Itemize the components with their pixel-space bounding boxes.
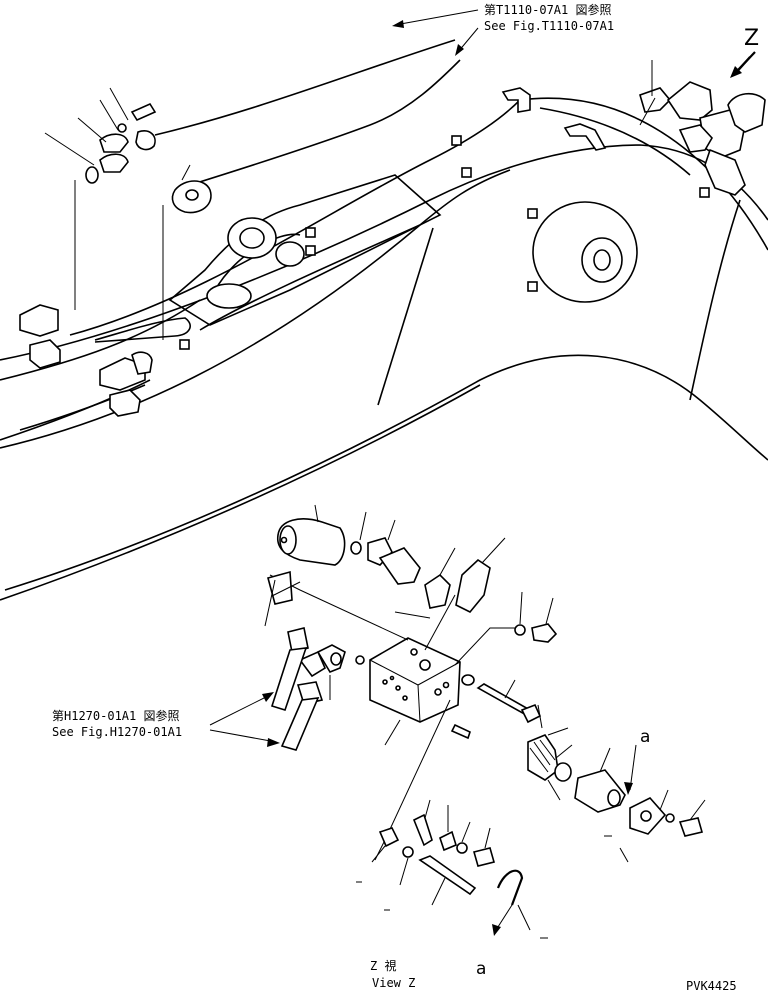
view-marker-z: Z bbox=[744, 26, 759, 51]
view-caption-en: View Z bbox=[372, 976, 415, 990]
exploded-view-z: a a bbox=[264, 504, 706, 979]
upper-right-valve: Z bbox=[639, 26, 766, 196]
view-caption-jp: Z 視 bbox=[370, 958, 396, 973]
upper-left-clamps bbox=[19, 87, 212, 417]
top-reference: 第T1110-07A1 図参照 See Fig.T1110-07A1 bbox=[392, 2, 614, 56]
drawing-code: PVK4425 bbox=[686, 979, 737, 993]
left-reference: 第H1270-01A1 図参照 See Fig.H1270-01A1 bbox=[52, 692, 280, 747]
top-ref-en: See Fig.T1110-07A1 bbox=[484, 19, 614, 33]
left-ref-en: See Fig.H1270-01A1 bbox=[52, 725, 182, 739]
callout-a-bottom: a bbox=[476, 959, 486, 979]
callout-a-top: a bbox=[640, 727, 650, 747]
top-ref-jp: 第T1110-07A1 図参照 bbox=[484, 2, 611, 17]
boom-assembly bbox=[0, 39, 768, 601]
left-ref-jp: 第H1270-01A1 図参照 bbox=[52, 708, 179, 723]
